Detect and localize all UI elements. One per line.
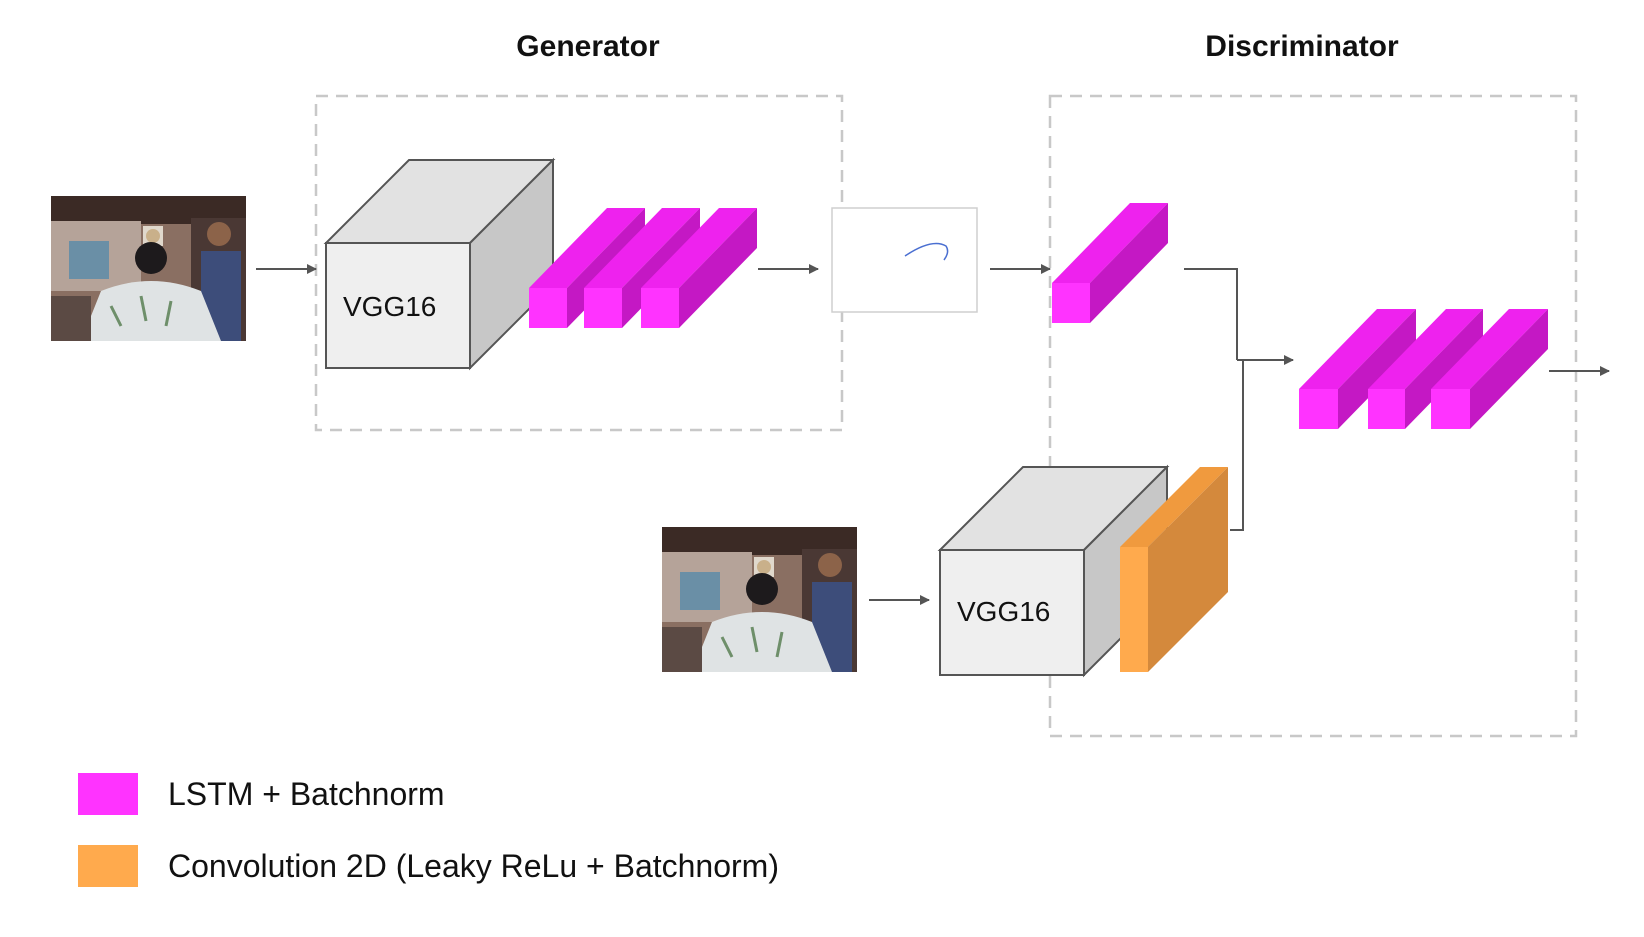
legend-label-lstm: LSTM + Batchnorm	[168, 775, 445, 812]
generated-trajectory-panel	[831, 207, 978, 313]
connector-conv-to-merge	[1230, 360, 1244, 531]
discriminator-vgg16-label: VGG16	[957, 596, 1050, 627]
generator-group-box	[314, 94, 844, 432]
discriminator-lstm-block-2	[1368, 309, 1483, 429]
discriminator-lstm-block-3	[1431, 309, 1548, 429]
input-frame-image	[49, 194, 248, 343]
discriminator-lstm-input-block	[1052, 203, 1168, 323]
legend-swatch-conv2d	[78, 845, 138, 887]
reference-frame-image	[660, 525, 859, 674]
trajectory-sketch-icon	[904, 242, 949, 261]
legend-label-conv2d: Convolution 2D (Leaky ReLu + Batchnorm)	[168, 847, 779, 884]
generator-vgg16-block: VGG16	[323, 157, 556, 371]
photo-thumbnail-icon	[660, 525, 859, 674]
photo-thumbnail-icon	[49, 194, 248, 343]
discriminator-group-box	[1048, 94, 1578, 738]
generator-vgg16-label: VGG16	[343, 291, 436, 322]
discriminator-conv2d-block	[1120, 467, 1228, 672]
legend: LSTM + Batchnorm Convolution 2D (Leaky R…	[78, 772, 779, 888]
legend-item-lstm: LSTM + Batchnorm	[78, 772, 779, 816]
discriminator-title: Discriminator	[1205, 30, 1399, 63]
discriminator-lstm-block-1	[1299, 309, 1416, 429]
connector-lstm-to-merge	[1184, 268, 1238, 360]
generator-lstm-block-3	[641, 208, 757, 328]
generator-title: Generator	[516, 30, 660, 63]
legend-item-conv2d: Convolution 2D (Leaky ReLu + Batchnorm)	[78, 844, 779, 888]
legend-swatch-lstm	[78, 773, 138, 815]
